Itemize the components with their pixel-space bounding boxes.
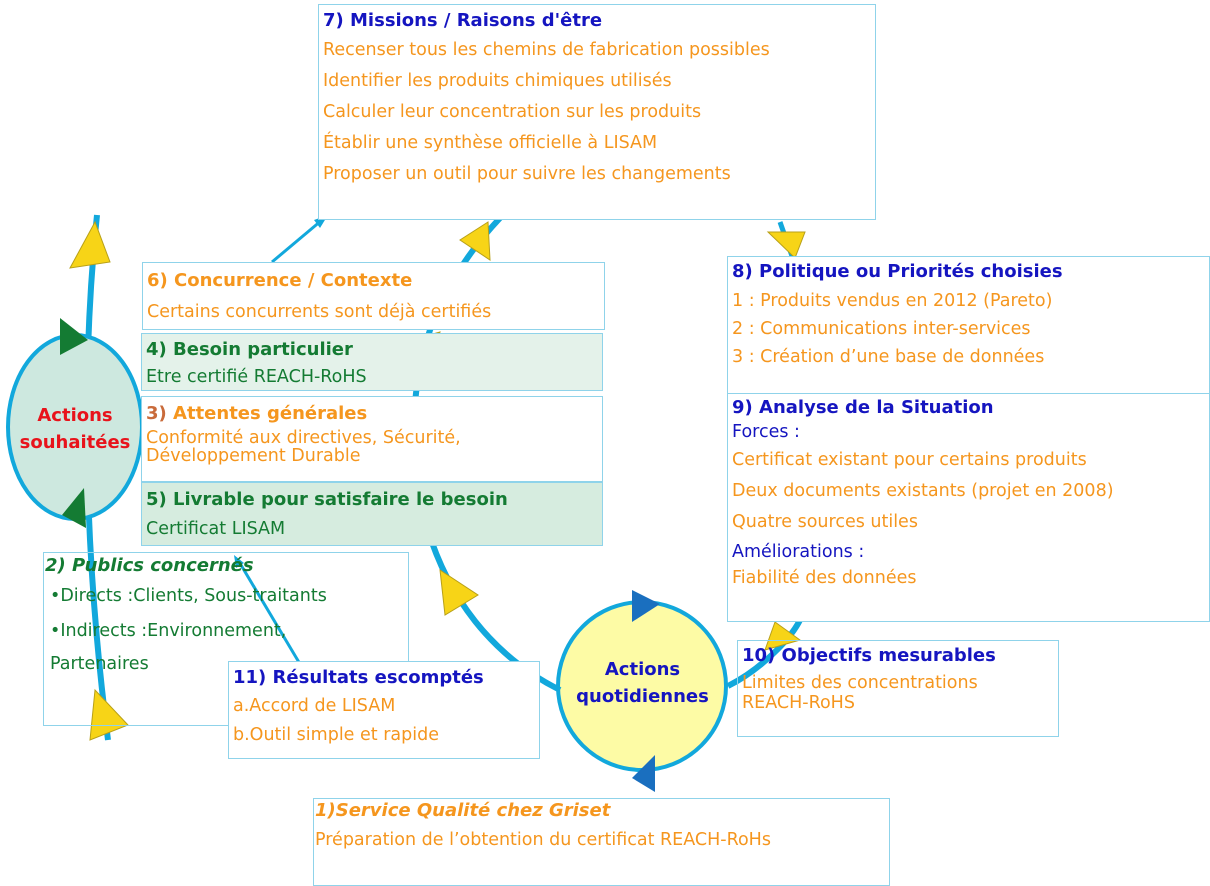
box-concurrence: 6) Concurrence / Contexte Certains concu…: [142, 262, 605, 330]
box-service-qualite-title: 1)Service Qualité chez Griset: [315, 800, 611, 821]
right-curve-arrow: [726, 618, 803, 689]
triangle-green-bottom: [62, 488, 86, 528]
box-resultats-line: a.Accord de LISAM: [233, 696, 396, 716]
box-concurrence-line: Certains concurrents sont déjà certifiés: [147, 302, 492, 322]
box-objectifs-line: Limites des concentrations: [742, 673, 978, 693]
box-attentes: 3) Attentes générales Conformité aux dir…: [141, 396, 603, 482]
triangle-middle-low: [439, 568, 479, 616]
box-besoin-line: Etre certifié REACH-RoHS: [146, 367, 367, 387]
box-resultats: 11) Résultats escomptés a.Accord de LISA…: [228, 661, 540, 759]
box-service-qualite: 1)Service Qualité chez Griset Préparatio…: [313, 798, 890, 886]
box-politique-line: 1 : Produits vendus en 2012 (Pareto): [732, 291, 1053, 311]
box-objectifs-line: REACH-RoHS: [742, 693, 855, 713]
box-attentes-line: Développement Durable: [146, 446, 361, 466]
box-analyse-forces-label: Forces :: [732, 422, 800, 442]
box-missions-line: Recenser tous les chemins de fabrication…: [323, 40, 770, 60]
box-politique-title: 8) Politique ou Priorités choisies: [732, 261, 1063, 282]
box-service-qualite-line: Préparation de l’obtention du certificat…: [315, 830, 771, 850]
box-attentes-number: 3): [146, 403, 167, 424]
box-attentes-title-text: Attentes générales: [166, 403, 368, 424]
box-missions-line: Établir une synthèse officielle à LISAM: [323, 133, 658, 153]
box-analyse-title: 9) Analyse de la Situation: [732, 397, 994, 418]
box-analyse-force: Deux documents existants (projet en 2008…: [732, 481, 1114, 501]
triangle-blue-bottom: [632, 755, 655, 792]
box-analyse-amelioration: Fiabilité des données: [732, 568, 917, 588]
box-resultats-title: 11) Résultats escomptés: [233, 667, 484, 688]
box-missions-line: Calculer leur concentration sur les prod…: [323, 102, 702, 122]
box-objectifs: 10) Objectifs mesurables Limites des con…: [737, 640, 1059, 737]
circle-right-line: Actions: [604, 659, 681, 680]
box-politique: 8) Politique ou Priorités choisies 1 : P…: [727, 256, 1210, 394]
box-politique-line: 3 : Création d’une base de données: [732, 347, 1045, 367]
box11-to-box2-arrowhead: [234, 555, 244, 568]
box-concurrence-title: 6) Concurrence / Contexte: [147, 270, 413, 291]
box-analyse: 9) Analyse de la Situation Forces : Cert…: [727, 393, 1210, 622]
box-analyse-force: Certificat existant pour certains produi…: [732, 450, 1087, 470]
box-besoin-title: 4) Besoin particulier: [146, 339, 353, 360]
triangle-left-top: [69, 220, 111, 269]
triangle-left-bottom: [89, 688, 129, 741]
box-publics-line: •Indirects :Environnement,: [50, 621, 287, 641]
box-objectifs-title: 10) Objectifs mesurables: [742, 645, 996, 666]
box-besoin: 4) Besoin particulier Etre certifié REAC…: [141, 333, 603, 391]
circle-left-label: Actions souhaitées: [8, 402, 142, 456]
box-missions: 7) Missions / Raisons d'être Recenser to…: [318, 4, 876, 220]
box-attentes-title: 3) Attentes générales: [146, 403, 367, 425]
box11-to-box2-arrow: [236, 559, 302, 665]
box6-to-box7-arrow: [271, 218, 323, 264]
circle-left-line: Actions: [37, 405, 113, 426]
box-publics-title: 2) Publics concernés: [45, 555, 254, 576]
box-analyse-force: Quatre sources utiles: [732, 512, 918, 532]
box-politique-line: 2 : Communications inter-services: [732, 319, 1031, 339]
box-publics-line: Partenaires: [50, 654, 149, 674]
box-publics: 2) Publics concernés •Directs :Clients, …: [43, 552, 409, 726]
triangle-blue-top: [632, 590, 660, 622]
triangle-right-low: [764, 621, 802, 651]
triangle-green-top: [60, 318, 88, 355]
box-livrable-line: Certificat LISAM: [146, 519, 286, 539]
box-missions-line: Identifier les produits chimiques utilis…: [323, 71, 672, 91]
circle-left-line: souhaitées: [19, 432, 131, 453]
box-livrable: 5) Livrable pour satisfaire le besoin Ce…: [141, 482, 603, 546]
box-missions-line: Proposer un outil pour suivre les change…: [323, 164, 731, 184]
box-publics-line: •Directs :Clients, Sous-traitants: [50, 586, 327, 606]
triangle-middle-top: [459, 221, 491, 261]
box-analyse-ameliorations-label: Améliorations :: [732, 542, 865, 562]
triangle-right-top: [766, 231, 806, 259]
box-attentes-line: Conformité aux directives, Sécurité,: [146, 428, 461, 448]
box-resultats-line: b.Outil simple et rapide: [233, 725, 439, 745]
circle-right-line: quotidiennes: [576, 686, 709, 707]
box-missions-title: 7) Missions / Raisons d'être: [323, 10, 603, 31]
circle-right-label: Actions quotidiennes: [560, 656, 725, 710]
box-livrable-title: 5) Livrable pour satisfaire le besoin: [146, 489, 508, 510]
